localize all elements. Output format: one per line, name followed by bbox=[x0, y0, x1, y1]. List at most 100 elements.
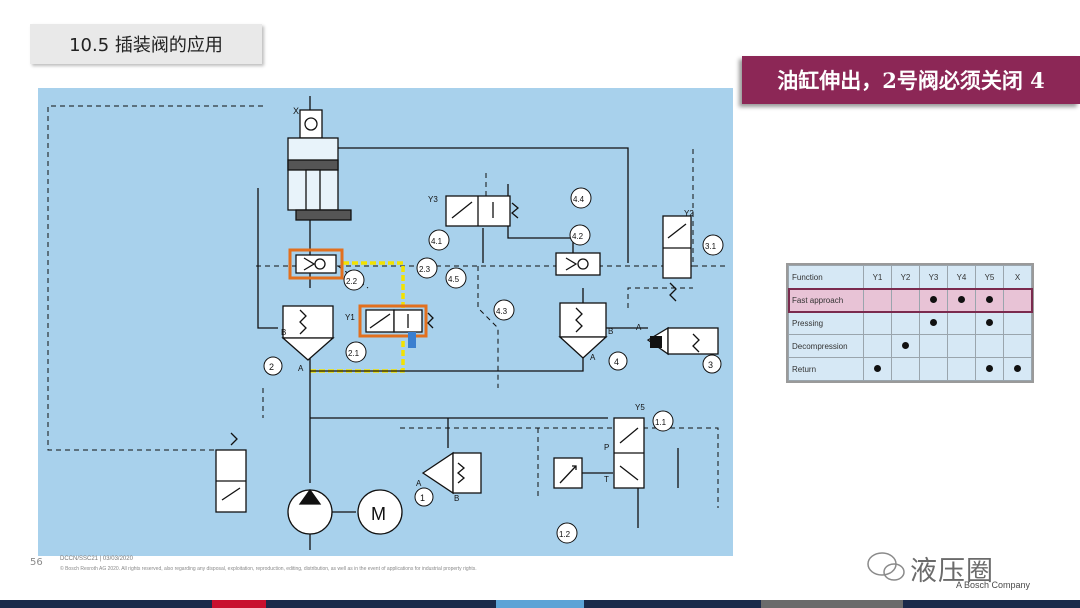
active-dot-icon bbox=[986, 295, 993, 303]
label-y2: Y2 bbox=[684, 209, 694, 218]
function-mark-cell bbox=[947, 311, 976, 335]
active-dot-icon bbox=[930, 295, 937, 303]
label-b-1: B bbox=[454, 494, 459, 503]
callout-4-3: 4.3 bbox=[493, 299, 515, 321]
function-table-row: Decompression bbox=[788, 334, 1032, 358]
function-mark-cell bbox=[919, 311, 948, 335]
header-function: Function bbox=[788, 265, 864, 289]
hydraulic-cylinder: X bbox=[287, 106, 352, 221]
directional-valve-1-1: Y5 P T bbox=[604, 403, 645, 489]
active-dot-icon bbox=[986, 318, 993, 326]
callout-3-1: 3.1 bbox=[702, 234, 724, 256]
page-number: 56 bbox=[30, 557, 43, 568]
check-valve-2-2 bbox=[288, 248, 344, 280]
function-mark-cell bbox=[975, 288, 1004, 312]
callout-2: 2 bbox=[263, 356, 283, 376]
function-mark-cell bbox=[863, 288, 892, 312]
cartridge-valve-4: B A bbox=[558, 302, 613, 362]
function-mark-cell bbox=[919, 288, 948, 312]
function-mark-cell bbox=[975, 334, 1004, 358]
header-y5: Y5 bbox=[975, 265, 1004, 289]
svg-text:2.2: 2.2 bbox=[346, 277, 358, 286]
footer-reference: DCCN/SSC21 | 03/03/2020 bbox=[60, 556, 133, 562]
function-mark-cell bbox=[919, 334, 948, 358]
directional-valve-3-1: Y2 bbox=[662, 209, 694, 302]
label-p: P bbox=[604, 443, 609, 452]
relief-valve-3: A bbox=[636, 323, 719, 356]
function-mark-cell bbox=[947, 334, 976, 358]
footer-copyright: © Bosch Rexroth AG 2020. All rights rese… bbox=[60, 566, 477, 572]
svg-text:2.1: 2.1 bbox=[348, 349, 360, 358]
main-lines bbox=[257, 96, 679, 550]
svg-text:4.1: 4.1 bbox=[431, 237, 443, 246]
svg-text:4.4: 4.4 bbox=[573, 195, 585, 204]
header-x: X bbox=[1003, 265, 1032, 289]
callout-1: 1 bbox=[414, 487, 434, 507]
function-mark-cell bbox=[863, 311, 892, 335]
function-table-row: Pressing bbox=[788, 311, 1032, 335]
function-mark-cell bbox=[1003, 357, 1032, 381]
svg-text:4.3: 4.3 bbox=[496, 307, 508, 316]
watermark-text: 液压圈 bbox=[910, 556, 994, 587]
label-t: T bbox=[604, 475, 609, 484]
callout-1-1: 1.1 bbox=[652, 410, 674, 432]
active-dot-icon bbox=[1014, 364, 1021, 372]
active-dot-icon bbox=[902, 341, 909, 349]
function-name-cell: Pressing bbox=[788, 311, 864, 335]
function-mark-cell bbox=[891, 357, 920, 381]
function-mark-cell bbox=[947, 288, 976, 312]
directional-valve-left bbox=[215, 432, 247, 513]
hydraulic-circuit-diagram: X B A Y1 bbox=[38, 88, 733, 556]
function-mark-cell bbox=[947, 357, 976, 381]
header-y1: Y1 bbox=[863, 265, 892, 289]
function-mark-cell bbox=[975, 357, 1004, 381]
directional-valve-2-1: Y1 bbox=[345, 304, 434, 348]
callout-2-2: 2.2 bbox=[343, 269, 365, 291]
label-b-2: B bbox=[281, 328, 286, 337]
label-a-3: A bbox=[636, 323, 642, 332]
watermark-company: A Bosch Company bbox=[956, 580, 1031, 590]
wechat-logo-icon bbox=[867, 552, 905, 581]
svg-text:1.1: 1.1 bbox=[655, 418, 667, 427]
label-a-4: A bbox=[590, 353, 596, 362]
svg-text:3.1: 3.1 bbox=[705, 242, 717, 251]
circuit-svg: X B A Y1 bbox=[47, 96, 728, 550]
function-mark-cell bbox=[1003, 288, 1032, 312]
function-mark-cell bbox=[1003, 311, 1032, 335]
pump-motor: M bbox=[287, 488, 403, 535]
callouts: 2 2.1 2.2 2.3 4.5 4.1 4.2 4.4 4.3 4 3 3.… bbox=[263, 187, 724, 544]
check-valve-4-2 bbox=[555, 252, 601, 276]
slide-banner: 油缸伸出，2号阀必须关闭 4 bbox=[742, 56, 1080, 104]
svg-text:1.2: 1.2 bbox=[559, 530, 571, 539]
svg-text:4.5: 4.5 bbox=[448, 275, 460, 284]
pressure-valve-1-2 bbox=[553, 457, 583, 489]
svg-text:1: 1 bbox=[420, 493, 425, 503]
bottom-color-bar bbox=[0, 600, 1080, 608]
header-y2: Y2 bbox=[891, 265, 920, 289]
active-dot-icon bbox=[930, 318, 937, 326]
callout-4-1: 4.1 bbox=[428, 229, 450, 251]
label-y3: Y3 bbox=[428, 195, 438, 204]
cartridge-valve-1: A B bbox=[416, 451, 482, 503]
svg-text:2.3: 2.3 bbox=[419, 265, 431, 274]
cartridge-valve-2: B A bbox=[281, 305, 335, 373]
function-name-cell: Fast approach bbox=[788, 288, 864, 312]
function-table-row: Fast approach bbox=[787, 287, 1033, 313]
active-dot-icon bbox=[958, 295, 965, 303]
function-mark-cell bbox=[1003, 334, 1032, 358]
callout-4: 4 bbox=[608, 351, 628, 371]
svg-text:4: 4 bbox=[614, 357, 619, 367]
label-y1: Y1 bbox=[345, 313, 355, 322]
svg-text:2: 2 bbox=[269, 362, 274, 372]
label-a-1: A bbox=[416, 479, 422, 488]
label-y5: Y5 bbox=[635, 403, 645, 412]
label-x: X bbox=[293, 106, 299, 116]
svg-text:3: 3 bbox=[708, 360, 713, 370]
svg-text:4.2: 4.2 bbox=[572, 232, 584, 241]
slide-title: 10.5 插装阀的应用 bbox=[30, 24, 262, 64]
callout-1-2: 1.2 bbox=[556, 522, 578, 544]
function-mark-cell bbox=[863, 357, 892, 381]
header-y4: Y4 bbox=[947, 265, 976, 289]
function-table-header: Function Y1 Y2 Y3 Y4 Y5 X bbox=[788, 265, 1032, 289]
